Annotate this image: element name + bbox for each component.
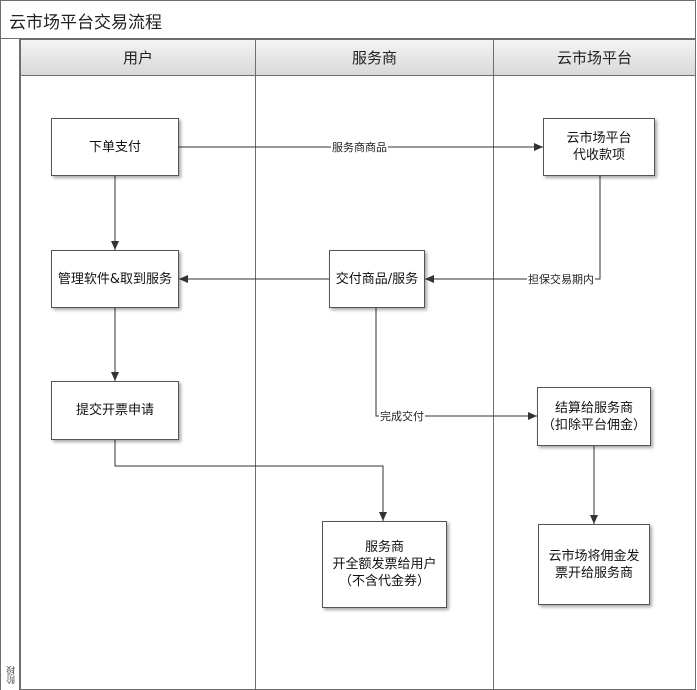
edge-invoice-to-provider — [114, 440, 387, 521]
edge-label-escrow: 担保交易期内 — [527, 271, 595, 287]
edge-label-done: 完成交付 — [379, 408, 425, 424]
node-deliver: 交付商品/服务 — [329, 250, 425, 308]
node-invoice-request: 提交开票申请 — [51, 381, 179, 440]
lane-header-user: 用户 — [20, 39, 256, 76]
node-settle: 结算给服务商 （扣除平台佣金） — [537, 387, 651, 446]
node-platform-invoice: 云市场将佣金发 票开给服务商 — [538, 524, 650, 605]
title-bar: 云市场平台交易流程 — [0, 0, 696, 39]
node-collect: 云市场平台 代收款项 — [543, 118, 655, 176]
edge-deliver-to-settle — [375, 308, 537, 420]
edge-collect-to-deliver — [425, 176, 601, 283]
lane-header-platform: 云市场平台 — [493, 39, 696, 76]
node-provider-invoice: 服务商 开全额发票给用户 （不含代金券） — [322, 521, 447, 608]
stage-column: 阶段 — [0, 39, 20, 690]
lane-header-provider: 服务商 — [255, 39, 494, 76]
diagram-title: 云市场平台交易流程 — [9, 13, 162, 33]
node-manage: 管理软件&取到服务 — [51, 250, 179, 308]
node-order-pay: 下单支付 — [51, 118, 179, 176]
edge-label-goods: 服务商商品 — [331, 139, 388, 155]
